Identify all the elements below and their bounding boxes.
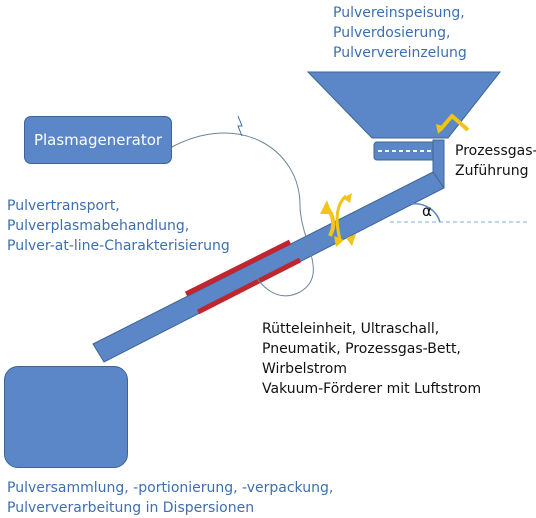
collection-line: Pulversammlung, -portionierung, -verpack… bbox=[7, 480, 334, 496]
agitation-line: Pneumatik, Prozessgas-Bett, bbox=[262, 341, 461, 357]
agitation-line: Rütteleinheit, Ultraschall, bbox=[262, 321, 440, 337]
gas-inlet-arrow-icon bbox=[436, 114, 470, 134]
plasma-generator-label: Plasmagenerator bbox=[33, 131, 163, 149]
plasma-zone-upper bbox=[184, 239, 292, 297]
lightning-icon bbox=[237, 115, 243, 137]
powder-transport-line: Pulvertransport, bbox=[7, 198, 120, 214]
powder-feed-line: Pulvereinspeisung, bbox=[333, 5, 465, 21]
collection-line: Pulververarbeitung in Dispersionen bbox=[7, 500, 255, 516]
agitation-arrows-icon bbox=[320, 193, 356, 247]
powder-transport-label: Pulvertransport, Pulverplasmabehandlung,… bbox=[7, 196, 230, 256]
agitation-methods-label: Rütteleinheit, Ultraschall, Pneumatik, P… bbox=[262, 319, 481, 399]
powder-collection-container bbox=[4, 366, 128, 468]
plasma-generator-box: Plasmagenerator bbox=[24, 116, 172, 164]
plasma-zone-lower bbox=[196, 257, 302, 315]
angle-symbol: α bbox=[422, 202, 432, 220]
powder-feed-line: Pulververeinzelung bbox=[333, 45, 467, 61]
agitation-line: Vakuum-Förderer mit Luftstrom bbox=[262, 381, 482, 397]
powder-feed-line: Pulverdosierung, bbox=[333, 25, 451, 41]
process-gas-line: Prozessgas- bbox=[455, 143, 536, 159]
powder-hopper bbox=[306, 71, 502, 139]
process-gas-label: Prozessgas- Zuführung bbox=[455, 141, 536, 181]
powder-collection-label: Pulversammlung, -portionierung, -verpack… bbox=[7, 478, 333, 518]
process-gas-line: Zuführung bbox=[455, 163, 529, 179]
powder-transport-line: Pulverplasmabehandlung, bbox=[7, 218, 190, 234]
powder-transport-line: Pulver-at-line-Charakterisierung bbox=[7, 238, 230, 254]
angle-arc bbox=[411, 203, 441, 223]
plasma-cable bbox=[169, 132, 314, 297]
transport-tube bbox=[92, 171, 445, 363]
powder-feed-label: Pulvereinspeisung, Pulverdosierung, Pulv… bbox=[333, 3, 467, 63]
agitation-line: Wirbelstrom bbox=[262, 361, 348, 377]
